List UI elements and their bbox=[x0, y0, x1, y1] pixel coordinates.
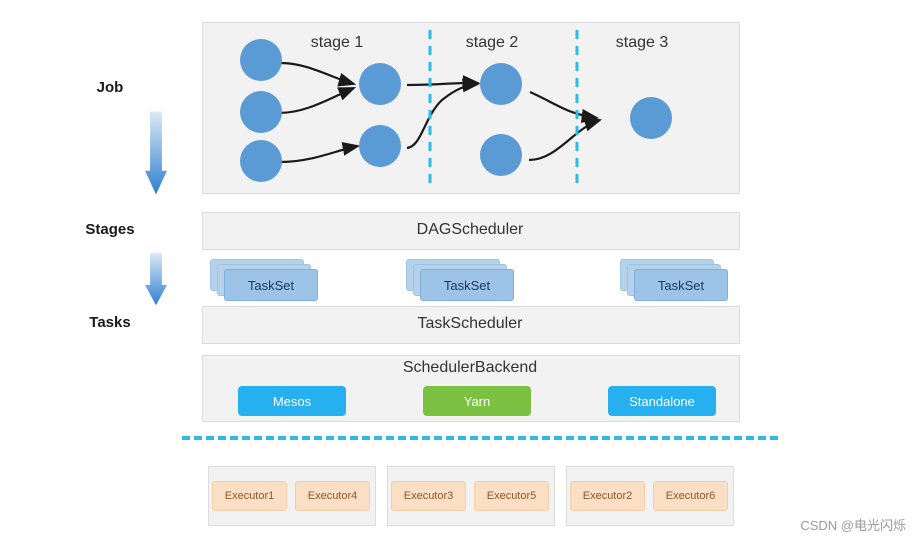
cluster-divider bbox=[182, 436, 778, 440]
task-scheduler-band bbox=[202, 306, 740, 344]
backend-yarn[interactable]: Yarn bbox=[423, 386, 531, 416]
label-tasks: Tasks bbox=[89, 314, 131, 331]
executor-2[interactable]: Executor2 bbox=[570, 481, 645, 511]
stage-title-1: stage 1 bbox=[310, 34, 364, 51]
executor-1[interactable]: Executor1 bbox=[212, 481, 287, 511]
executor-4[interactable]: Executor4 bbox=[295, 481, 370, 511]
executor-5[interactable]: Executor5 bbox=[474, 481, 549, 511]
executor-3[interactable]: Executor3 bbox=[391, 481, 466, 511]
taskset-2[interactable]: TaskSet bbox=[420, 269, 514, 301]
scheduler-backend-label: SchedulerBackend bbox=[402, 359, 538, 376]
stage-title-3: stage 3 bbox=[615, 34, 669, 51]
backend-mesos[interactable]: Mesos bbox=[238, 386, 346, 416]
backend-standalone[interactable]: Standalone bbox=[608, 386, 716, 416]
arrow-job-to-stages bbox=[145, 111, 167, 195]
executor-6[interactable]: Executor6 bbox=[653, 481, 728, 511]
dag-scheduler-band bbox=[202, 212, 740, 250]
taskset-3[interactable]: TaskSet bbox=[634, 269, 728, 301]
watermark: CSDN @电光闪烁 bbox=[800, 518, 906, 533]
taskset-1[interactable]: TaskSet bbox=[224, 269, 318, 301]
dag-graph bbox=[240, 30, 672, 184]
task-scheduler-label: TaskScheduler bbox=[417, 315, 523, 332]
arrow-stages-to-tasks bbox=[145, 252, 167, 306]
label-job: Job bbox=[96, 79, 124, 96]
label-stages: Stages bbox=[85, 221, 135, 238]
dag-scheduler-label: DAGScheduler bbox=[416, 221, 524, 238]
stage-title-2: stage 2 bbox=[465, 34, 519, 51]
